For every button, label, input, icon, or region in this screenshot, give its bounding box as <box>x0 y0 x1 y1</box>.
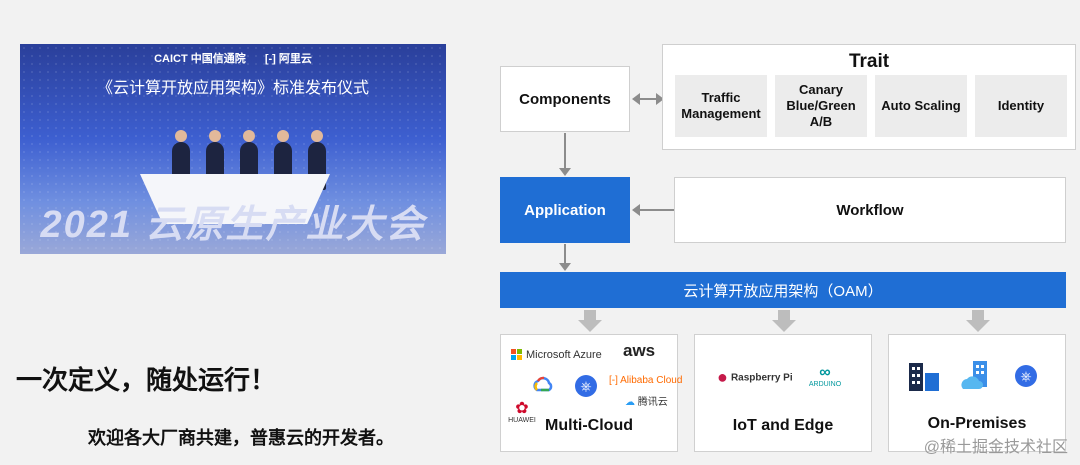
watermark: @稀土掘金技术社区 <box>923 439 1068 456</box>
huawei-label: HUAWEI <box>508 417 536 424</box>
trait-item-identity: Identity <box>975 75 1067 137</box>
caict-logo: CAICT 中国信通院 <box>154 53 246 65</box>
oam-bar: 云计算开放应用架构（OAM） <box>500 272 1066 308</box>
huawei-logo: ✿ HUAWEI <box>507 400 537 425</box>
photo-event-title: 《云计算开放应用架构》标准发布仪式 <box>96 80 369 97</box>
arduino-logo: ∞ ARDUINO <box>807 364 843 389</box>
application-oam-connector <box>564 244 566 264</box>
slogan: 一次定义，随处运行！ <box>16 365 277 395</box>
workflow-application-connector <box>640 209 674 211</box>
application-label: Application <box>524 201 606 219</box>
arrow-down-icon <box>772 310 796 332</box>
sub-slogan: 欢迎各大厂商共建，普惠云的开发者。 <box>88 428 394 448</box>
microsoft-azure-logo: Microsoft Azure <box>511 349 602 361</box>
arduino-icon: ∞ <box>819 364 831 381</box>
arduino-label: ARDUINO <box>808 381 842 388</box>
microsoft-azure-label: Microsoft Azure <box>526 349 602 361</box>
trait-item-canary: Canary Blue/Green A/B <box>775 75 867 137</box>
components-trait-connector <box>640 98 658 100</box>
huawei-flower-icon: ✿ <box>515 400 529 417</box>
photo-screen-text: 2021 云原生产业大会 <box>40 204 426 246</box>
alibaba-cloud-label: Alibaba Cloud <box>620 375 683 386</box>
on-premises-label: On-Premises <box>927 415 1027 432</box>
event-photo: CAICT 中国信通院 [-] 阿里云 《云计算开放应用架构》标准发布仪式 20… <box>20 44 446 254</box>
application-box: Application <box>500 177 630 243</box>
multi-cloud-box: Microsoft Azure aws ⎈ [-] Alibaba Cloud … <box>500 334 682 452</box>
aliyun-logo: [-] 阿里云 <box>264 53 312 65</box>
kubernetes-icon: ⎈ <box>575 375 597 397</box>
trait-item-auto-scaling: Auto Scaling <box>875 75 967 137</box>
iot-edge-label: IoT and Edge <box>732 417 834 434</box>
components-application-connector <box>564 133 566 169</box>
photo-logo-bar: CAICT 中国信通院 [-] 阿里云 <box>20 50 446 66</box>
arrow-down-icon <box>578 310 602 332</box>
tencent-cloud-logo: ☁ 腾讯云 <box>625 397 668 408</box>
trait-item-traffic-management: Traffic Management <box>675 75 767 137</box>
alibaba-cloud-logo: [-] Alibaba Cloud <box>609 375 683 386</box>
arrow-left-icon <box>632 204 640 216</box>
building-icon <box>907 359 941 393</box>
tencent-cloud-label: 腾讯云 <box>637 397 668 408</box>
kubernetes-icon: ⎈ <box>1015 365 1037 387</box>
cloud-building-icon <box>959 359 993 393</box>
multi-cloud-label: Multi-Cloud <box>545 417 633 434</box>
aws-logo: aws <box>623 341 656 360</box>
arrow-left-icon <box>632 93 640 105</box>
raspberry-icon: ● <box>717 367 728 387</box>
arrow-down-icon <box>559 263 571 271</box>
components-box: Components <box>500 66 630 132</box>
oam-label: 云计算开放应用架构（OAM） <box>683 282 883 300</box>
raspberry-pi-label: Raspberry Pi <box>730 372 793 384</box>
raspberry-pi-logo: ● Raspberry Pi <box>717 367 793 388</box>
workflow-label: Workflow <box>836 201 904 219</box>
iot-edge-box: ● Raspberry Pi ∞ ARDUINO IoT and Edge <box>694 334 872 452</box>
arrow-down-icon <box>559 168 571 176</box>
workflow-box: Workflow <box>674 177 1066 243</box>
trait-title: Trait <box>848 51 890 72</box>
trait-box: Trait Traffic Management Canary Blue/Gre… <box>662 44 1076 150</box>
on-premises-box: ⎈ On-Premises <box>888 334 1066 452</box>
podium <box>140 174 330 224</box>
components-label: Components <box>519 90 611 108</box>
google-cloud-icon <box>531 373 555 397</box>
microsoft-icon <box>511 349 523 361</box>
arrow-down-icon <box>966 310 990 332</box>
arrow-right-icon <box>656 93 664 105</box>
